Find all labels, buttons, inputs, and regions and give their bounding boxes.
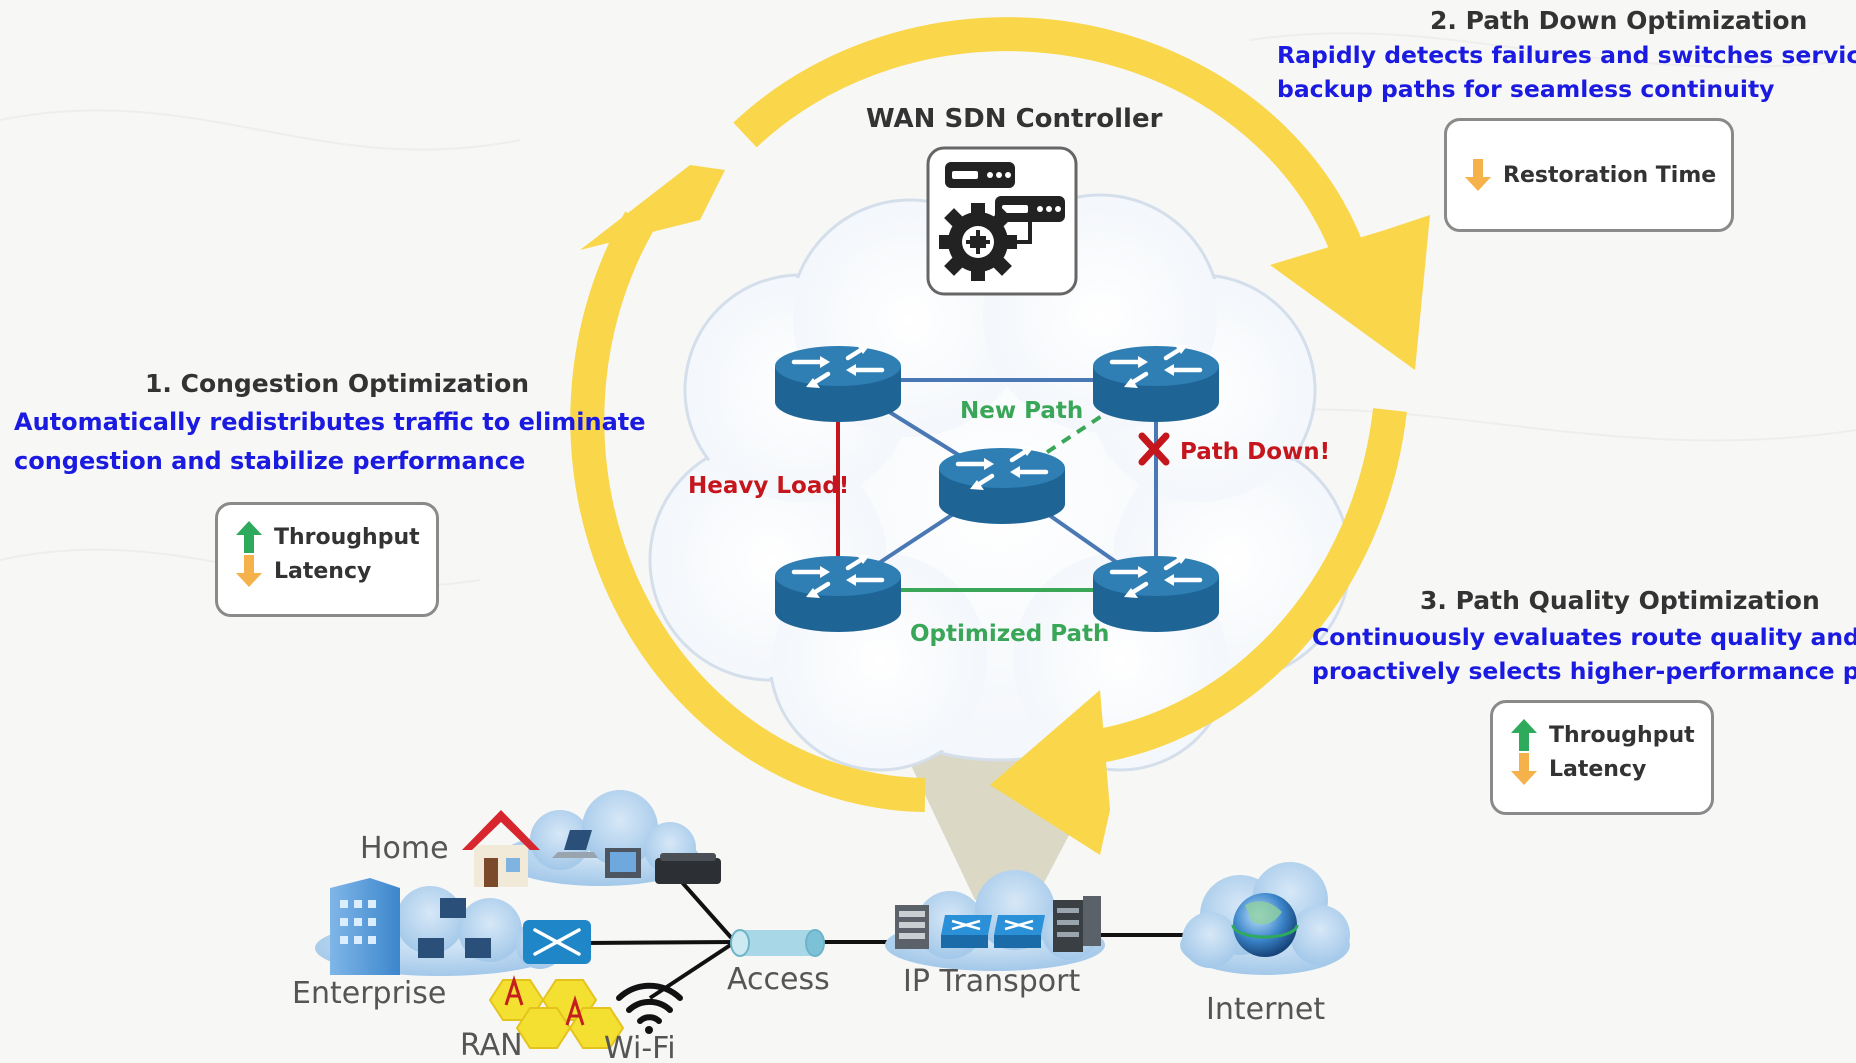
cycle-arrow-top — [733, 17, 1430, 370]
section-2-kpi-restoration-time: Restoration Time — [1447, 159, 1716, 191]
router-top-right — [1093, 344, 1219, 422]
enterprise-switch-icon — [523, 920, 591, 964]
antenna-icon — [504, 975, 585, 1026]
kpi-label: Throughput — [274, 524, 420, 550]
label-new-path: New Path — [960, 398, 1083, 424]
wifi-icon — [616, 982, 683, 1034]
section-1-kpi-box: Throughput Latency — [215, 502, 439, 617]
rack-icon — [1053, 896, 1101, 952]
house-icon — [462, 810, 540, 887]
arrow-down-icon — [236, 555, 262, 587]
arrow-up-icon — [1511, 719, 1537, 751]
section-2-description-line-1: Rapidly detects failures and switches se… — [1277, 41, 1856, 69]
cycle-arrow-left — [570, 165, 926, 812]
modem-icon — [655, 853, 721, 884]
section-1-kpi-latency: Latency — [218, 555, 371, 587]
internet-cloud — [1180, 862, 1350, 975]
server-icon — [895, 905, 929, 949]
label-path-down: Path Down! — [1180, 439, 1330, 465]
section-1-description-line-2: congestion and stabilize performance — [14, 447, 526, 475]
globe-icon — [1231, 893, 1299, 957]
router-bottom-left — [775, 554, 901, 632]
arrow-up-icon — [236, 521, 262, 553]
router-center — [939, 446, 1065, 524]
laptop-icon — [552, 830, 598, 858]
section-2-title: 2. Path Down Optimization — [1430, 6, 1808, 35]
transport-switch-icon — [941, 915, 1045, 948]
section-3-description-line-1: Continuously evaluates route quality and — [1312, 623, 1856, 651]
router-bottom-right — [1093, 554, 1219, 632]
label-internet: Internet — [1206, 992, 1325, 1027]
workstation-icons — [418, 898, 491, 958]
section-2-kpi-box: Restoration Time — [1444, 118, 1734, 232]
kpi-label: Latency — [1549, 756, 1647, 782]
section-3-kpi-box: Throughput Latency — [1490, 700, 1714, 815]
section-3-kpi-latency: Latency — [1493, 753, 1646, 785]
sdn-controller-icon — [926, 146, 1078, 296]
arrow-down-icon — [1465, 159, 1491, 191]
label-optimized-path: Optimized Path — [910, 621, 1109, 647]
section-3-kpi-throughput: Throughput — [1493, 719, 1695, 751]
section-2-description-line-2: backup paths for seamless continuity — [1277, 75, 1775, 103]
label-access: Access — [727, 962, 830, 997]
label-ran: RAN — [460, 1028, 523, 1063]
home-cloud — [462, 790, 721, 887]
kpi-label: Latency — [274, 558, 372, 584]
cycle-arrow-bottom — [990, 408, 1407, 855]
ip-transport-cloud — [885, 870, 1105, 971]
section-3-title: 3. Path Quality Optimization — [1420, 586, 1820, 615]
building-icon — [330, 878, 400, 975]
router-top-left — [775, 344, 901, 422]
label-home: Home — [360, 831, 449, 866]
section-1-description-line-1: Automatically redistributes traffic to e… — [14, 408, 646, 436]
monitor-icon — [605, 848, 641, 878]
label-enterprise: Enterprise — [292, 976, 446, 1011]
section-1-kpi-throughput: Throughput — [218, 521, 420, 553]
label-heavy-load: Heavy Load! — [688, 473, 849, 499]
controller-title: WAN SDN Controller — [866, 104, 1163, 134]
label-ip-transport: IP Transport — [903, 964, 1080, 999]
enterprise-cloud — [315, 878, 591, 976]
section-1-title: 1. Congestion Optimization — [145, 369, 530, 398]
ran-cells-icon — [488, 975, 625, 1049]
kpi-label: Throughput — [1549, 722, 1695, 748]
section-3-description-line-2: proactively selects higher-performance p… — [1312, 657, 1856, 685]
kpi-label: Restoration Time — [1503, 162, 1717, 188]
optimization-cycle — [570, 17, 1430, 855]
path-down-x-icon — [1138, 432, 1170, 466]
arrow-down-icon — [1511, 753, 1537, 785]
access-pipe-icon — [730, 929, 825, 957]
label-wifi: Wi-Fi — [604, 1031, 676, 1063]
